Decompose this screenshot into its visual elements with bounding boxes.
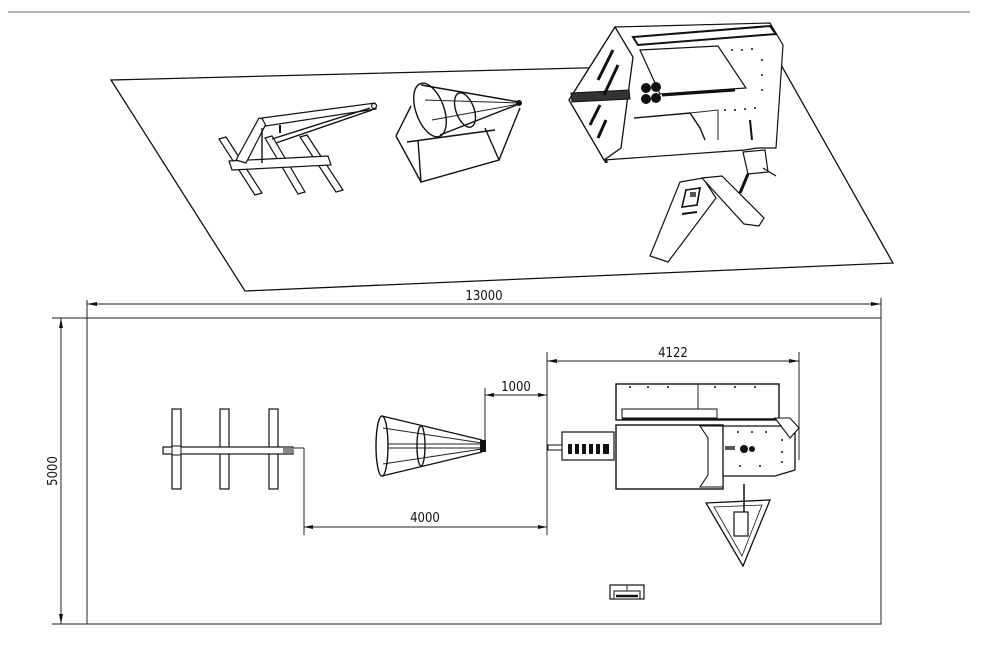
dim-overall-width: 5000 (46, 317, 90, 625)
iso-control-console (649, 149, 777, 263)
dim-gap-1000: 1000 (484, 380, 547, 440)
dim-4000-label: 4000 (410, 511, 440, 526)
plan-boundary (86, 317, 882, 625)
dim-1000-label: 1000 (501, 380, 531, 395)
plan-wire-cage (375, 415, 486, 477)
dim-4122-label: 4122 (658, 346, 688, 361)
iso-pay-off-stand (218, 102, 378, 196)
dim-overall-length: 13000 (86, 289, 882, 320)
dim-machine-length: 4122 (546, 346, 800, 535)
plan-control-console (609, 584, 645, 600)
plan-view: 13000 5000 4122 1000 (46, 289, 882, 625)
dim-13000-label: 13000 (465, 289, 502, 304)
plan-main-machine (547, 383, 800, 490)
dim-gap-4000: 4000 (303, 453, 547, 535)
floor-plane (109, 62, 895, 292)
dim-5000-label: 5000 (46, 456, 61, 486)
plan-triangular-support (704, 484, 771, 568)
plan-pay-off-stand (162, 408, 305, 490)
isometric-view (109, 22, 895, 292)
iso-main-machine (568, 22, 784, 163)
iso-wire-cage (395, 82, 522, 183)
